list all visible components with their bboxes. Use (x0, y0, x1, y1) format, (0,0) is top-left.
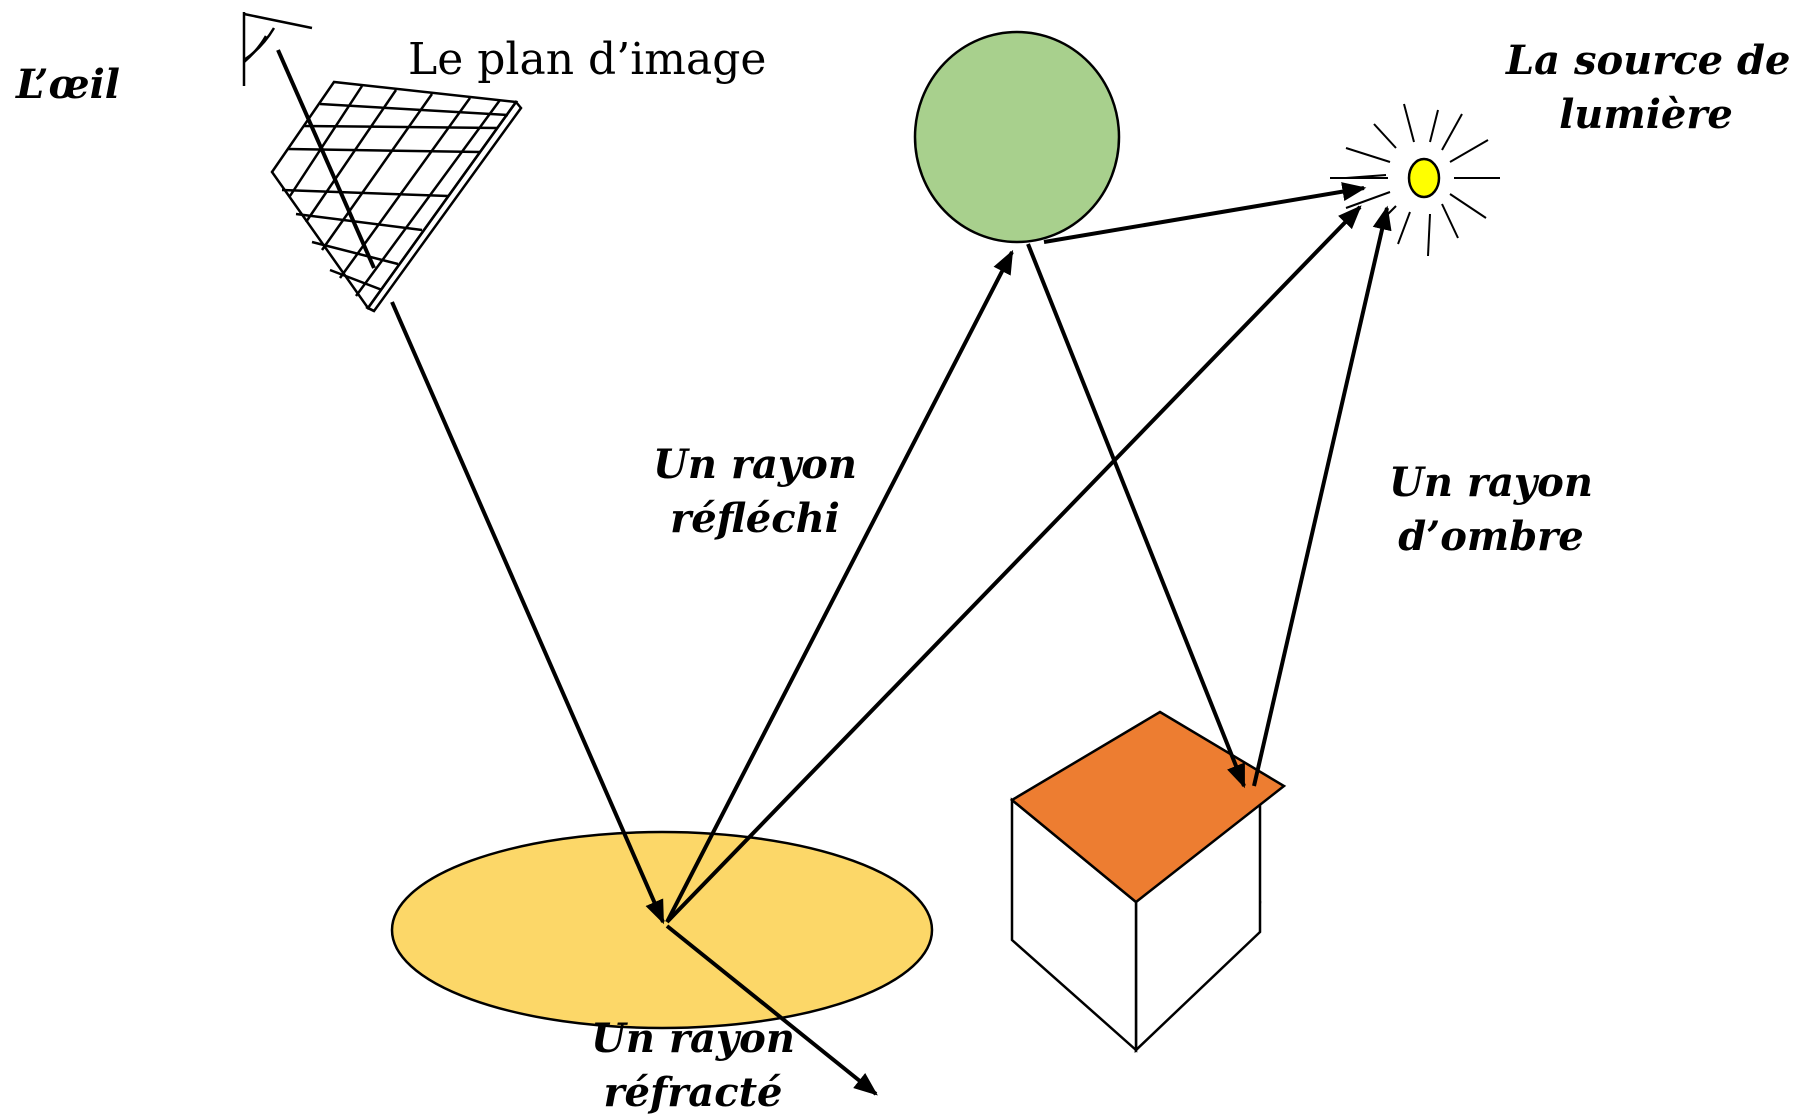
light-source-icon (1330, 103, 1500, 257)
rays (390, 182, 1392, 1096)
primary-ray (390, 301, 665, 925)
light-source-label-line1: La source de (1506, 37, 1791, 84)
shadow-ray-label-line1: Un rayon (1389, 459, 1593, 506)
sphere-to-cube-ray (1026, 243, 1246, 789)
green-sphere (913, 30, 1121, 244)
eye-label: L’œil (16, 61, 120, 108)
reflected-ray-label-line1: Un rayon (653, 441, 857, 488)
refracted-ray-label-line2: réfracté (603, 1069, 783, 1116)
ellipse-to-light-ray (665, 205, 1362, 924)
shadow-ray (1252, 205, 1392, 787)
refracted-ray-label: Un rayon réfracté (568, 1012, 818, 1120)
refracted-ray-label-line1: Un rayon (591, 1015, 795, 1062)
light-source-label-line2: lumière (1559, 91, 1733, 138)
eye-sight-line (276, 49, 376, 269)
eye-icon (242, 12, 313, 86)
yellow-ellipse-surface (390, 830, 934, 1030)
reflected-ray (665, 249, 1014, 923)
shadow-ray-label-line2: d’ombre (1398, 513, 1584, 560)
reflected-ray-label-line2: réfléchi (670, 495, 840, 542)
reflected-ray-label: Un rayon réfléchi (630, 438, 880, 546)
image-plane-label: Le plan d’image (408, 34, 767, 85)
cube (1009, 710, 1287, 1053)
light-source-label: La source de lumière (1506, 34, 1791, 142)
image-plane-grid (270, 80, 523, 313)
shadow-ray-label: Un rayon d’ombre (1366, 456, 1616, 564)
sphere-to-light-ray (1043, 182, 1367, 244)
refracted-ray (665, 924, 878, 1096)
